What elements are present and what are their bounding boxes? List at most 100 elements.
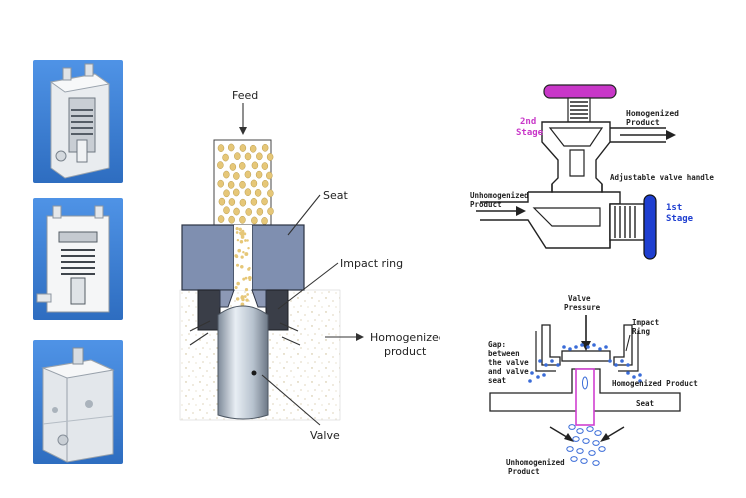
impact-ring-left (197, 289, 221, 331)
homogenized-label-1: Homogenized (370, 331, 440, 344)
big-droplet (570, 456, 578, 462)
throat-particle (235, 263, 240, 267)
droplet (528, 379, 532, 383)
feed-particle (227, 181, 235, 189)
seat-label-right: Seat (636, 399, 654, 408)
impact-ring-right (265, 289, 289, 331)
throat-particle (240, 231, 245, 236)
thumbnail-valve-cutaway (33, 60, 123, 183)
throat-particle (235, 254, 239, 259)
droplet (614, 363, 618, 367)
feed-particle (217, 144, 225, 152)
feed-particle (217, 215, 225, 223)
feed-particle (244, 152, 252, 161)
droplet (626, 371, 630, 375)
throat-particle (247, 246, 250, 250)
homogenized-product-label-2: Product (626, 118, 660, 127)
droplet (542, 373, 546, 377)
unhomogenized-droplets (566, 424, 606, 466)
feed-particle (255, 170, 263, 179)
throat-particle (235, 231, 239, 234)
feed-particle (222, 153, 229, 162)
droplet (530, 371, 534, 375)
impact-ring-label: Impact ring (340, 257, 403, 270)
throat-particle (246, 239, 249, 242)
homogenizer-valve-block-icon (33, 340, 123, 464)
homogenized-product-label-1: Homogenized (626, 108, 679, 118)
unhomogenized-label-1: Unhomogenized (470, 191, 529, 200)
first-stage-label-2: Stage (666, 214, 694, 224)
big-droplet (572, 436, 580, 442)
gap-label-5: seat (488, 376, 506, 385)
feed-particle (245, 208, 252, 216)
feed-particle (266, 153, 274, 161)
throat-particle (240, 265, 244, 269)
feed-particle (233, 172, 240, 180)
throat-particle (247, 275, 252, 280)
feed-particle (266, 171, 273, 180)
homogenizing-valve-diagram: Feed Seat Impact ring Homogenized produc… (170, 85, 446, 445)
droplet (544, 363, 548, 367)
gap-label-4: and valve (488, 367, 529, 376)
feed-particle (223, 189, 230, 198)
throat-particle (240, 235, 245, 239)
throat-particle (244, 239, 247, 242)
droplet (592, 343, 596, 347)
droplet (620, 359, 624, 363)
second-stage-label-1: 2nd (520, 117, 536, 127)
droplet (556, 363, 560, 367)
feed-particle (233, 207, 240, 216)
valve-gap-diagram: Valve Pressure Impact Ring Gap: between … (480, 285, 710, 485)
throat-particle (245, 298, 249, 302)
feed-particle (261, 197, 268, 206)
throat-particle (246, 293, 249, 296)
homogenized-product-label: Homogenized Product (612, 379, 698, 388)
thumbnail-valve-block (33, 340, 123, 464)
big-droplet (592, 460, 600, 466)
throat-particles (234, 227, 252, 307)
droplet (574, 345, 578, 349)
droplet (562, 345, 566, 349)
feed-particle (239, 215, 246, 224)
feed-particle (261, 143, 269, 152)
throat-particle (248, 266, 251, 270)
droplet (568, 347, 572, 351)
unhomogenized-label-2: Product (470, 200, 502, 209)
feed-particle (228, 198, 236, 206)
two-stage-homogenizer-diagram: Homogenized Product 2nd Stage Adjustable… (460, 80, 720, 270)
throat-particle (240, 295, 244, 300)
first-stage-handle-bar (643, 194, 657, 260)
impact-ring-label-2: Ring (632, 327, 651, 336)
adjustable-handle-label: Adjustable valve handle (610, 173, 714, 182)
feed-particle (223, 170, 230, 179)
droplet (536, 375, 540, 379)
impact-ring-right-shape (613, 324, 633, 366)
throat-particle (248, 278, 252, 282)
droplet (626, 363, 630, 367)
droplet (550, 359, 554, 363)
feed-particle (261, 217, 268, 225)
throat-particle (234, 285, 238, 290)
feed-particle (244, 188, 252, 197)
seat-block-right (251, 224, 305, 291)
seat-label: Seat (323, 189, 348, 202)
feed-particle (223, 206, 230, 215)
throat-particle (236, 281, 240, 286)
feed-particle (228, 215, 235, 224)
feed-label: Feed (232, 89, 258, 102)
feed-particle (229, 163, 237, 171)
throat-particle (235, 297, 240, 301)
feed-particle (261, 162, 269, 170)
droplet (538, 359, 542, 363)
feed-particle (217, 179, 224, 188)
big-droplet (592, 440, 600, 446)
second-stage-body (541, 121, 611, 193)
homogenized-label-2: product (384, 345, 427, 358)
feed-particle (239, 144, 247, 152)
feed-particle (254, 188, 262, 197)
feed-particle (250, 198, 258, 206)
droplet (632, 375, 636, 379)
valve-stem (217, 305, 269, 420)
feed-particle (261, 179, 269, 188)
center-diagram-canvas: Feed Seat Impact ring Homogenized produc… (179, 89, 446, 442)
